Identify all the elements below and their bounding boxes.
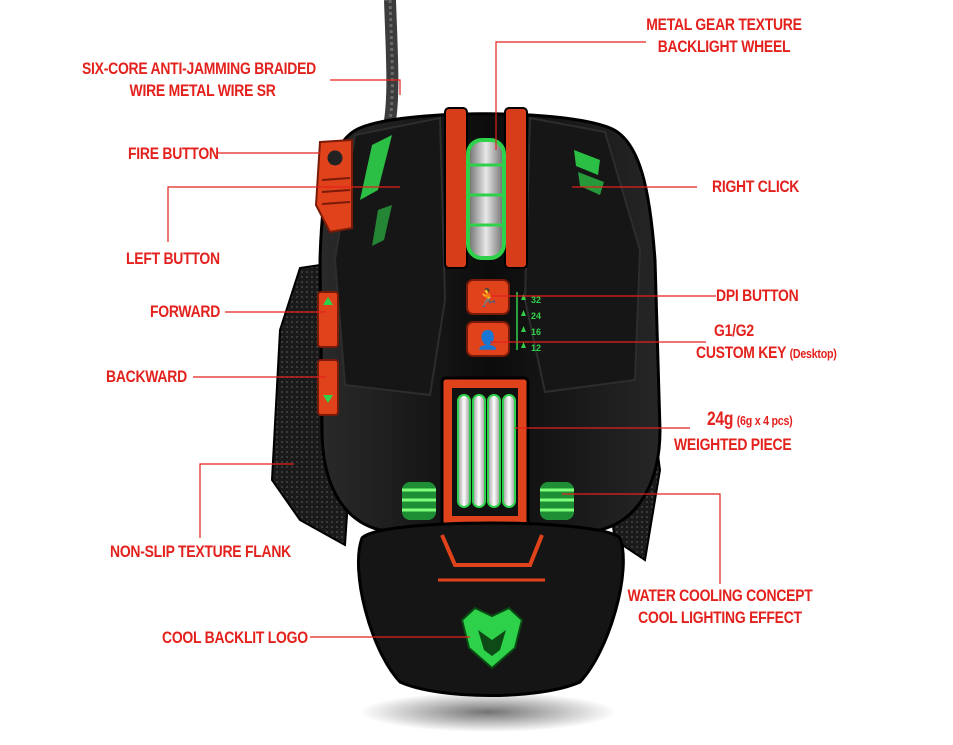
backward-label: BACKWARD <box>106 367 187 386</box>
dpi-button-shape <box>466 279 510 315</box>
dpi-level-3: 16 <box>531 327 541 337</box>
backward-button-shape <box>317 359 339 416</box>
fire-button-shape <box>314 138 353 234</box>
mouse-shadow <box>360 692 616 732</box>
dpi-level-1: 32 <box>531 295 541 305</box>
weight-piece-2 <box>472 394 486 508</box>
cooling-label: WATER COOLING CONCEPT COOL LIGHTING EFFE… <box>627 586 813 627</box>
dpi-level-4: 12 <box>531 343 541 353</box>
left-button-label: LEFT BUTTON <box>126 249 220 268</box>
forward-button-shape <box>317 291 339 348</box>
weight-piece-1 <box>457 394 471 508</box>
dpi-button-label: DPI BUTTON <box>716 286 799 305</box>
flank-label: NON-SLIP TEXTURE FLANK <box>110 542 291 561</box>
gear-wheel-label: METAL GEAR TEXTURE BACKLIGHT WHEEL <box>646 15 802 56</box>
running-man-icon: 🏃 <box>477 287 499 309</box>
weight-piece-4 <box>502 394 516 508</box>
fire-button-label: FIRE BUTTON <box>128 144 219 163</box>
backlit-logo-label: COOL BACKLIT LOGO <box>162 628 308 647</box>
person-icon: 👤 <box>477 329 499 351</box>
weight-label: 24g (6g x 4 pcs) <box>707 409 793 430</box>
dpi-level-2: 24 <box>531 311 541 321</box>
dpi-indicator: 32 24 16 12 <box>516 292 541 353</box>
cooling-spring-right <box>540 482 574 520</box>
braided-wire-label: SIX-CORE ANTI-JAMMING BRAIDED WIRE METAL… <box>82 59 316 100</box>
forward-label: FORWARD <box>150 302 221 321</box>
scroll-wheel <box>466 138 506 260</box>
palm-rest <box>357 521 625 697</box>
wolf-head-icon <box>460 606 524 670</box>
weighted-piece-label: WEIGHTED PIECE <box>674 435 792 454</box>
g-button-shape <box>466 321 510 357</box>
right-click-label: RIGHT CLICK <box>712 177 800 196</box>
weight-piece-3 <box>487 394 501 508</box>
g1g2-label: G1/G2 CUSTOM KEY (Desktop) <box>696 321 837 362</box>
cooling-spring-left <box>402 482 436 520</box>
leader-lines <box>167 41 721 638</box>
